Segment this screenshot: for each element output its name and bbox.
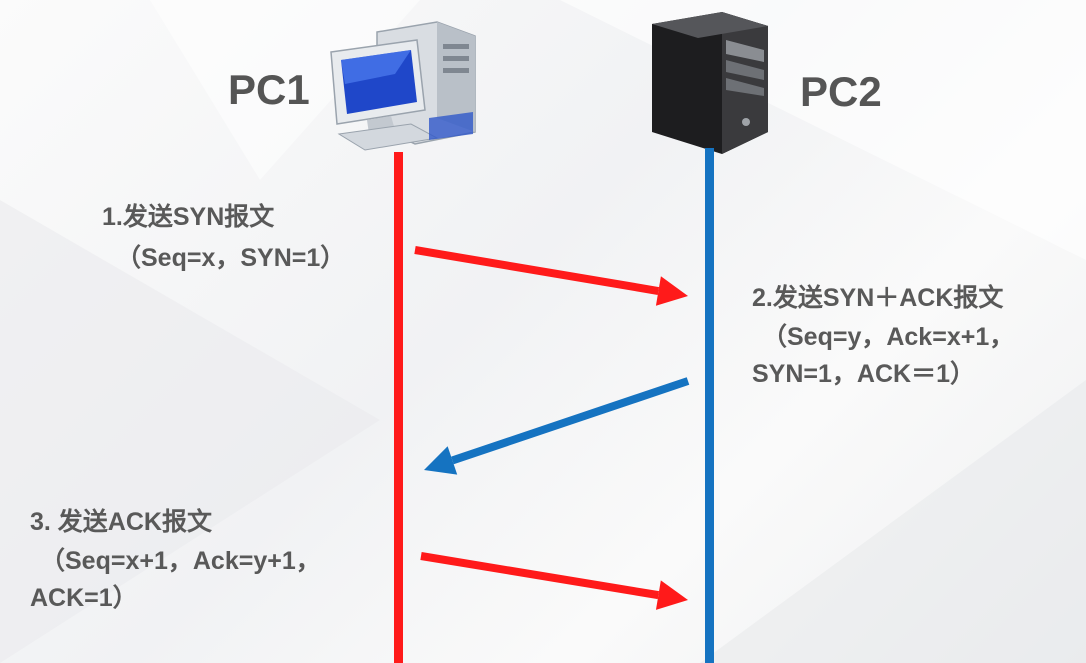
step3-arrow-head — [655, 580, 688, 610]
step1-title: 1.发送SYN报文 — [102, 203, 275, 231]
desktop-computer-icon — [330, 21, 476, 151]
step3-title: 3. 发送ACK报文 — [30, 508, 212, 536]
step2-label: 2.发送SYN＋ACK报文 （Seq=y，Ack=x+1， SYN=1，ACK＝… — [752, 282, 1014, 388]
step1-arrow-head — [655, 276, 688, 306]
step1-label: 1.发送SYN报文 （Seq=x，SYN=1） — [102, 201, 345, 272]
pc2-lifeline — [705, 148, 714, 663]
step2-fields-line1: （Seq=y，Ack=x+1， — [762, 323, 1015, 351]
step2-title: 2.发送SYN＋ACK报文 — [752, 284, 1004, 312]
pc1-lifeline — [394, 152, 403, 663]
pc2-label: PC2 — [800, 68, 882, 115]
step3-label: 3. 发送ACK报文 （Seq=x+1，Ack=y+1， ACK=1） — [30, 506, 321, 612]
step2-fields-line2: SYN=1，ACK＝1） — [752, 360, 975, 388]
pc1-label: PC1 — [228, 66, 310, 113]
step3-fields-line2: ACK=1） — [30, 584, 138, 612]
step3-fields-line1: （Seq=x+1，Ack=y+1， — [40, 547, 321, 575]
step3-arrow-line — [420, 552, 660, 600]
step1-fields: （Seq=x，SYN=1） — [116, 244, 346, 272]
step2-arrow-line — [451, 377, 690, 465]
step2-arrow-head — [424, 446, 458, 475]
step1-arrow-line — [414, 246, 660, 295]
server-tower-icon — [652, 12, 768, 154]
